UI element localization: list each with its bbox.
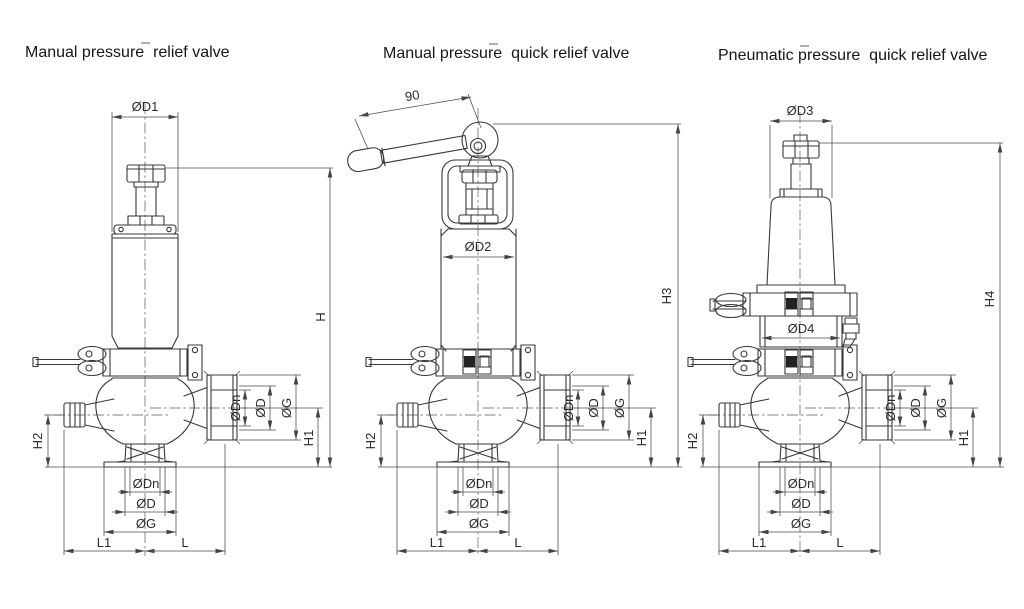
valve2-drawing: Manual pressure quick relief valve (347, 43, 682, 556)
valve3-upper-clamp (709, 292, 858, 319)
valve1-dim-d-bottom-label: ØD (136, 496, 156, 511)
valve2-body-cylinder (440, 228, 517, 352)
valve3-drawing: Pneumatic pressure quick relief valve (685, 45, 1004, 556)
valve2-dimension-lines (354, 93, 681, 467)
valve2-dim-d-bottom-label: ØD (469, 496, 489, 511)
valve1-dim-g-side-label: ØG (279, 398, 294, 418)
valve1-dim-l1-label: L1 (97, 535, 111, 550)
valve2-dim-dn-side-label: ØDn (561, 395, 576, 422)
valve2-dim-d-side-label: ØD (586, 398, 601, 418)
valve3-dim-h2-label: H2 (685, 433, 700, 450)
valve1-dim-dn-side-label: ØDn (228, 395, 243, 422)
valve2-dim-l1-label: L1 (430, 535, 444, 550)
valve3-dim-l-label: L (836, 535, 843, 550)
valve1-dim-g-bottom-label: ØG (136, 516, 156, 531)
valve3-dimension-lines (762, 118, 1003, 467)
valve2-title: Manual pressure quick relief valve (383, 45, 629, 62)
valve3-dim-dn-bottom-label: ØDn (788, 476, 815, 491)
valve1-dim-l-label: L (181, 535, 188, 550)
valve1-dim-d1-label: ØD1 (132, 99, 159, 114)
valve3-dim-dn-side-label: ØDn (883, 395, 898, 422)
valve3-dim-g-bottom-label: ØG (791, 516, 811, 531)
valve3-dim-l1-label: L1 (752, 535, 766, 550)
valve3-dim-d-bottom-label: ØD (791, 496, 811, 511)
valve1-dim-h1-label: H1 (301, 430, 316, 447)
valve2-dim-d2-label: ØD2 (465, 239, 492, 254)
valve2-dim-h1-label: H1 (634, 430, 649, 447)
valve2-dim-90-label: 90 (404, 87, 421, 104)
valve1-dimension-lines (111, 112, 333, 467)
valve3-dim-h1-label: H1 (956, 430, 971, 447)
valve3-dim-d-side-label: ØD (908, 398, 923, 418)
valve2-yoke-assembly (441, 159, 514, 230)
valve3-upper-assembly (756, 134, 846, 294)
valve3-dim-d4-label: ØD4 (788, 321, 815, 336)
valve3-dim-g-side-label: ØG (934, 398, 949, 418)
valve1-drawing: Manual pressure relief valve ØD1 H H2 ØD… (25, 42, 333, 556)
valve3-air-fitting (842, 317, 860, 348)
valve3-dim-d3-label: ØD3 (787, 103, 814, 118)
valve3-title: Pneumatic pressure quick relief valve (718, 47, 988, 64)
valve1-dim-dn-bottom-label: ØDn (133, 476, 160, 491)
valve1-dim-d-side-label: ØD (253, 398, 268, 418)
valve3-diaphragm-cylinder (759, 315, 843, 348)
valve2-dim-g-side-label: ØG (612, 398, 627, 418)
valve2-dim-h2-label: H2 (363, 433, 378, 450)
valve1-upper-assembly (111, 164, 179, 349)
valve2-handle-assembly (347, 121, 501, 173)
valve2-dim-l-label: L (514, 535, 521, 550)
valve1-dim-h2-label: H2 (30, 433, 45, 450)
valve2-dim-h3-label: H3 (659, 288, 674, 305)
valve2-dim-dn-bottom-label: ØDn (466, 476, 493, 491)
valve1-title: Manual pressure relief valve (25, 44, 230, 61)
valve3-dim-h4-label: H4 (982, 291, 997, 308)
valve1-dim-h-label: H (313, 312, 328, 321)
valve2-dim-g-bottom-label: ØG (469, 516, 489, 531)
